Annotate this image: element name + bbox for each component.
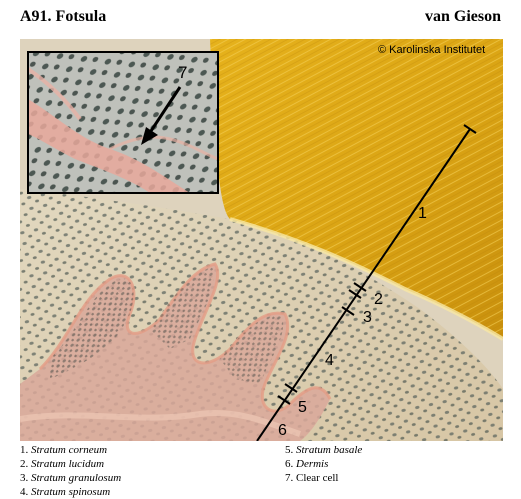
micrograph: 7 © Karolinska Institutet 1 2 3 4 5 6 — [20, 39, 503, 441]
inset-arrow — [141, 86, 182, 145]
layer-scale-line — [256, 124, 477, 441]
stain-label: van Gieson — [424, 8, 501, 25]
marker-2: 2 — [374, 291, 383, 308]
inset-image — [26, 51, 219, 194]
legend-item: 6. Dermis — [285, 458, 329, 470]
marker-1: 1 — [418, 205, 427, 222]
marker-6: 6 — [278, 422, 287, 439]
marker-5: 5 — [298, 399, 307, 416]
marker-4: 4 — [325, 352, 334, 369]
legend-item: 1. Stratum corneum — [20, 444, 108, 456]
legend-left: 1. Stratum corneum 2. Stratum lucidum 3.… — [20, 443, 121, 499]
legend-right: 5. Stratum basale 6. Dermis 7. Clear cel… — [285, 443, 362, 485]
legend-item: 7. Clear cell — [285, 472, 339, 484]
legend-item: 4. Stratum spinosum — [20, 486, 111, 498]
copyright-label: © Karolinska Institutet — [378, 44, 485, 56]
marker-3: 3 — [363, 309, 372, 326]
inset-marker: 7 — [178, 63, 187, 82]
page-title: A91. Fotsula — [20, 8, 107, 25]
legend-item: 5. Stratum basale — [285, 444, 363, 456]
legend-item: 3. Stratum granulosum — [20, 472, 122, 484]
legend-item: 2. Stratum lucidum — [20, 458, 105, 470]
